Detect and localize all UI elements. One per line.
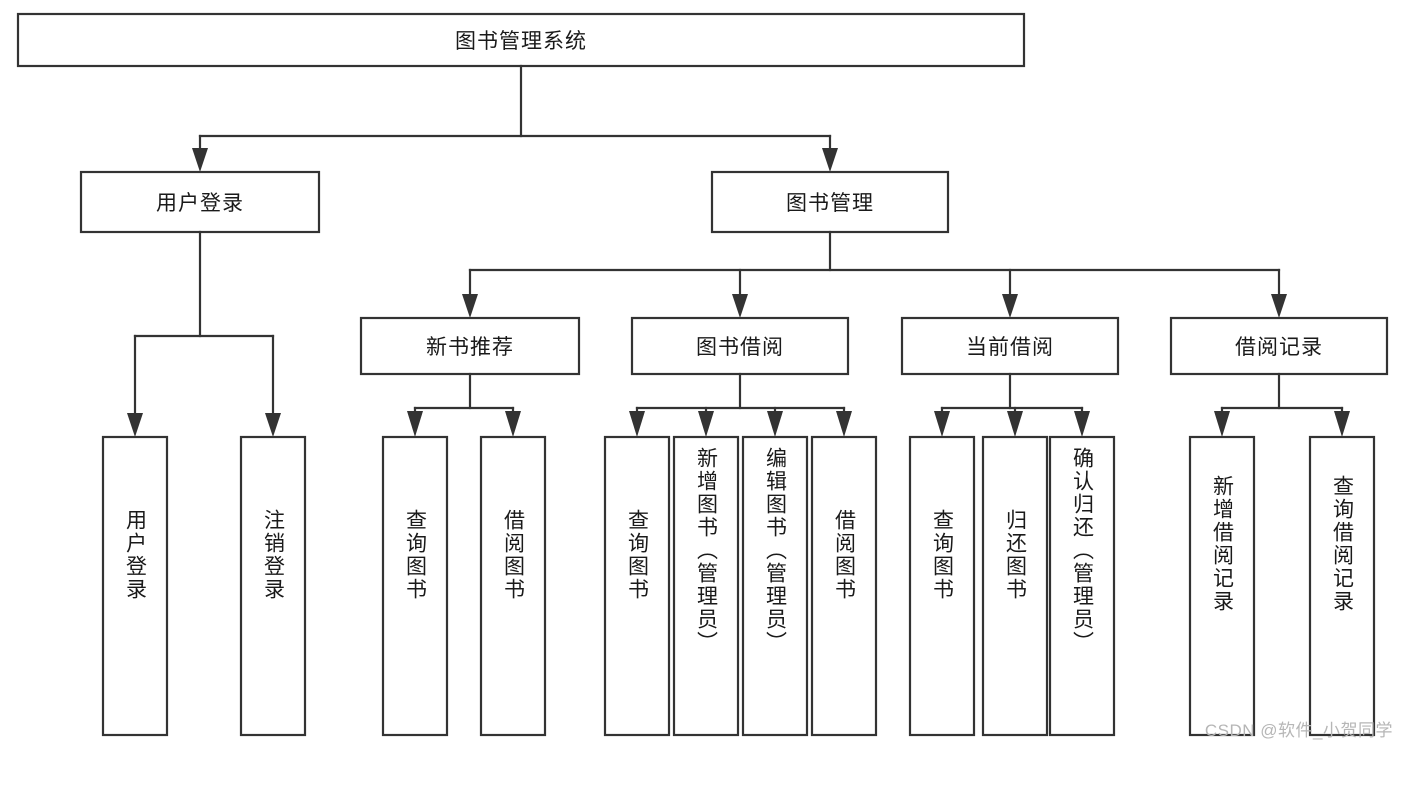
leaf-box-add-borrow-record[interactable] [1188,435,1256,737]
arrow-head-current-borrow [1002,294,1018,318]
node-box-current-borrow[interactable] [900,316,1120,376]
arrow-head-book-borrow [732,294,748,318]
leaf-box-query-book-recommend[interactable] [381,435,449,737]
arrow-head-leaf-logout [265,413,281,437]
leaf-box-return-book[interactable] [981,435,1049,737]
arrow-head-leaf-add-book-admin [698,411,714,437]
arrow-head-leaf-user-login [127,413,143,437]
leaf-box-query-book-current[interactable] [908,435,976,737]
arrow-head-user-login [192,148,208,172]
arrow-head-leaf-add-borrow-record [1214,411,1230,437]
node-box-book-management[interactable] [710,170,950,234]
watermark-text: CSDN @软件_小贺同学 [1204,721,1393,740]
arrow-head-leaf-query-book-recommend [407,411,423,437]
leaf-box-user-login[interactable] [101,435,169,737]
arrow-head-new-book-recommend [462,294,478,318]
leaf-box-borrow-book-recommend[interactable] [479,435,547,737]
node-box-user-login[interactable] [79,170,321,234]
tree-diagram-svg [16,12,1389,737]
leaf-box-confirm-return-admin[interactable] [1048,435,1116,737]
arrow-head-leaf-confirm-return-admin [1074,411,1090,437]
node-box-book-borrow[interactable] [630,316,850,376]
leaf-box-edit-book-admin[interactable] [741,435,809,737]
leaf-box-logout[interactable] [239,435,307,737]
arrow-head-book-management [822,148,838,172]
node-box-root[interactable] [16,12,1026,68]
arrow-head-leaf-query-book-current [934,411,950,437]
arrow-head-leaf-query-borrow-record [1334,411,1350,437]
leaf-box-add-book-admin[interactable] [672,435,740,737]
node-box-borrow-record[interactable] [1169,316,1389,376]
diagram-canvas: 图书管理系统 用户登录 图书管理 新书推荐 图书借阅 当前借阅 借阅记录 用户登… [16,12,1393,740]
arrow-head-leaf-borrow-book [836,411,852,437]
leaf-box-borrow-book[interactable] [810,435,878,737]
arrow-head-leaf-edit-book-admin [767,411,783,437]
arrow-head-leaf-borrow-book-recommend [505,411,521,437]
arrow-head-leaf-return-book [1007,411,1023,437]
leaf-box-query-borrow-record[interactable] [1308,435,1376,737]
arrow-head-leaf-query-book-borrow [629,411,645,437]
leaf-box-query-book-borrow[interactable] [603,435,671,737]
arrow-head-borrow-record [1271,294,1287,318]
node-box-new-book-recommend[interactable] [359,316,581,376]
